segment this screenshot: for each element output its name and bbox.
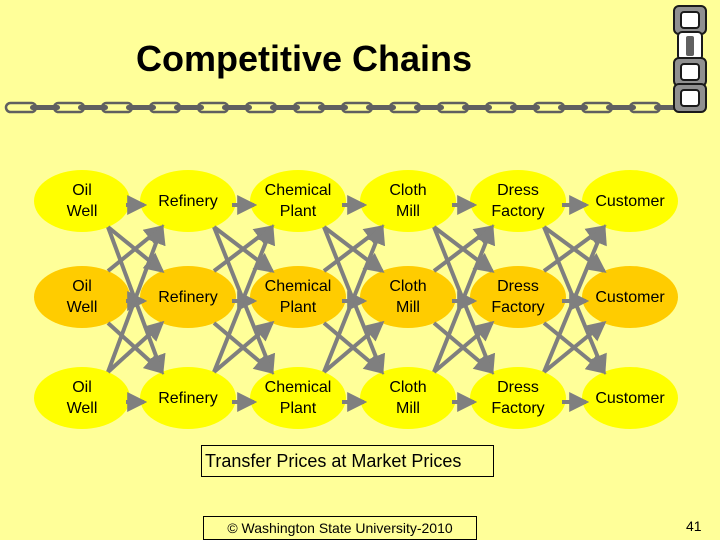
- node-label-r1-c2: Refinery: [158, 192, 218, 210]
- node-label-r1-c1: Oil Well: [66, 182, 98, 220]
- node-label-r1-c4: Cloth Mill: [389, 182, 427, 220]
- node-ellipse-r1-c5: [470, 170, 566, 232]
- arrow-c4-r3-to-r1: [432, 224, 496, 373]
- node-ellipse-r2-c2: [140, 266, 236, 328]
- node-ellipse-r3-c5: [470, 367, 566, 429]
- arrow-c3-r3-to-r2: [322, 320, 385, 374]
- node-ellipse-r3-c6: [582, 367, 678, 429]
- arrow-c2-r3-to-r2: [212, 320, 275, 374]
- node-label-r3-c3: Chemical Plant: [264, 379, 332, 417]
- node-ellipse-r3-c4: [360, 367, 456, 429]
- node-ellipse-r1-c1: [34, 170, 130, 232]
- arrow-c5-r3-to-r1: [542, 224, 607, 373]
- node-ellipse-r2-c3: [250, 266, 346, 328]
- chain-icon: [673, 5, 707, 113]
- arrow-c1-r3-to-r1: [106, 224, 166, 373]
- arrow-c2-r3-to-r1: [212, 224, 276, 373]
- page-number: 41: [686, 518, 702, 534]
- node-ellipse-r2-c5: [470, 266, 566, 328]
- chain-divider-icon: [4, 101, 684, 114]
- slide-title: Competitive Chains: [136, 38, 473, 79]
- node-label-r3-c1: Oil Well: [66, 379, 98, 417]
- node-ellipse-r1-c3: [250, 170, 346, 232]
- arrow-c1-r3-to-r2: [106, 320, 165, 374]
- node-label-r1-c5: Dress Factory: [491, 182, 545, 220]
- node-label-r2-c1: Oil Well: [66, 278, 98, 316]
- transfer-prices-caption: Transfer Prices at Market Prices: [201, 445, 494, 477]
- node-ellipse-r3-c2: [140, 367, 236, 429]
- node-ellipse-r1-c2: [140, 170, 236, 232]
- node-label-r2-c3: Chemical Plant: [264, 278, 332, 316]
- node-label-r2-c2: Refinery: [158, 288, 218, 306]
- node-ellipse-r2-c1: [34, 266, 130, 328]
- arrow-c4-r3-to-r2: [432, 320, 495, 374]
- arrow-c3-r3-to-r1: [322, 224, 386, 373]
- node-label-r1-c3: Chemical Plant: [264, 182, 332, 220]
- node-label-r3-c4: Cloth Mill: [389, 379, 427, 417]
- arrow-c5-r3-to-r2: [542, 320, 607, 374]
- node-label-r2-c6: Customer: [595, 288, 665, 306]
- node-label-r2-c4: Cloth Mill: [389, 278, 427, 316]
- node-ellipse-r1-c4: [360, 170, 456, 232]
- node-ellipse-r2-c6: [582, 266, 678, 328]
- node-label-r2-c5: Dress Factory: [491, 278, 545, 316]
- node-label-r3-c2: Refinery: [158, 389, 218, 407]
- node-label-r1-c6: Customer: [595, 192, 665, 210]
- node-ellipse-r2-c4: [360, 266, 456, 328]
- copyright-footer: © Washington State University-2010: [203, 516, 477, 540]
- node-ellipse-r3-c3: [250, 367, 346, 429]
- node-label-r3-c6: Customer: [595, 389, 665, 407]
- node-ellipse-r1-c6: [582, 170, 678, 232]
- node-label-r3-c5: Dress Factory: [491, 379, 545, 417]
- node-ellipse-r3-c1: [34, 367, 130, 429]
